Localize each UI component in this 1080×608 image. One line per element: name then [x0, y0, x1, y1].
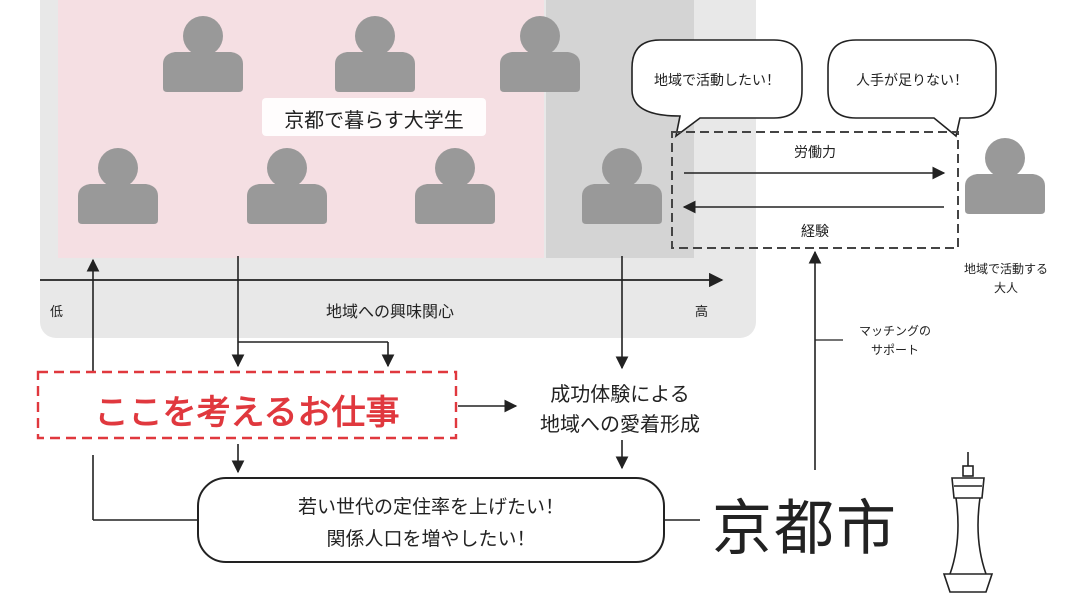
experience-label: 経験 [801, 224, 829, 240]
person-icon [965, 138, 1045, 214]
exchange-box [671, 131, 959, 249]
adult-label-line1: 地域で活動する [963, 262, 1048, 276]
adult-label-line2: 大人 [993, 281, 1018, 295]
success-line1: 成功体験による [550, 382, 690, 406]
kyoto-tower-icon [942, 452, 994, 593]
matching-line2: サポート [870, 343, 919, 357]
city-label: 京都市 [712, 494, 898, 564]
axis-high-label: 高 [695, 305, 709, 320]
axis-low-label: 低 [50, 305, 64, 320]
goals-line1: 若い世代の定住率を上げたい！ [297, 496, 564, 518]
axis-label: 地域への興味関心 [325, 302, 454, 321]
students-label-box [262, 98, 486, 136]
labor-label: 労働力 [794, 145, 836, 161]
job-label: ここを考えるお仕事 [94, 393, 400, 433]
bubble-right-text: 人手が足りない！ [856, 73, 968, 89]
speech-bubble-left [631, 39, 803, 138]
matching-line1: マッチングの [858, 324, 931, 338]
bubble-left-text: 地域で活動したい！ [654, 73, 780, 89]
job-box [36, 370, 458, 440]
students-label: 京都で暮らす大学生 [284, 108, 464, 132]
success-line2: 地域への愛着形成 [540, 412, 700, 436]
speech-bubble-right [827, 39, 997, 138]
goals-line2: 関係人口を増やしたい！ [326, 528, 536, 550]
